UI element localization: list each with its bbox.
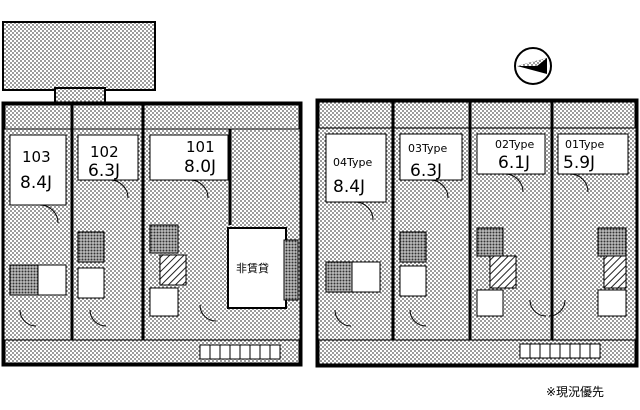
left-annex [2, 21, 156, 91]
unit-03type-room [399, 133, 463, 181]
unit-02type-room [476, 133, 546, 175]
unit-101-bath [149, 224, 179, 254]
unit-102-size: 6.3J [88, 161, 120, 181]
unit-101-toilet [149, 287, 179, 317]
left-building [1, 21, 303, 367]
non-rental-room [227, 227, 287, 309]
unit-102-toilet [77, 267, 105, 299]
left-balcony [4, 104, 300, 130]
unit-102-name: 102 [90, 143, 119, 161]
unit-04type-name: 04Type [333, 156, 372, 169]
unit-03type-name: 03Type [408, 142, 447, 155]
unit-103-name: 103 [22, 148, 51, 166]
unit-103-size: 8.4J [20, 173, 52, 193]
unit-04type-size: 8.4J [333, 177, 365, 197]
unit-02type-size: 6.1J [498, 153, 530, 173]
unit-101-stairs [159, 254, 187, 286]
north-arrow-icon [514, 47, 552, 85]
unit-102-room [77, 134, 139, 181]
unit-103-room [9, 134, 67, 206]
right-building [315, 98, 639, 368]
unit-101-size: 8.0J [184, 157, 216, 177]
unit-03type-size: 6.3J [410, 161, 442, 181]
unit-102-bath [77, 231, 105, 263]
unit-101-room [149, 134, 229, 181]
right-balcony [318, 101, 636, 129]
unit-01type-room [557, 133, 629, 175]
unit-103-bath [9, 264, 39, 296]
unit-04type-room [325, 133, 387, 203]
unit-02type-name: 02Type [495, 138, 534, 151]
unit-101-name: 101 [186, 138, 215, 156]
unit-01type-size: 5.9J [563, 153, 595, 173]
unit-103-toilet [37, 264, 67, 296]
unit-01type-name: 01Type [565, 138, 604, 151]
non-rental-label: 非賃貸 [236, 261, 269, 275]
footnote: ※現況優先 [546, 384, 604, 399]
